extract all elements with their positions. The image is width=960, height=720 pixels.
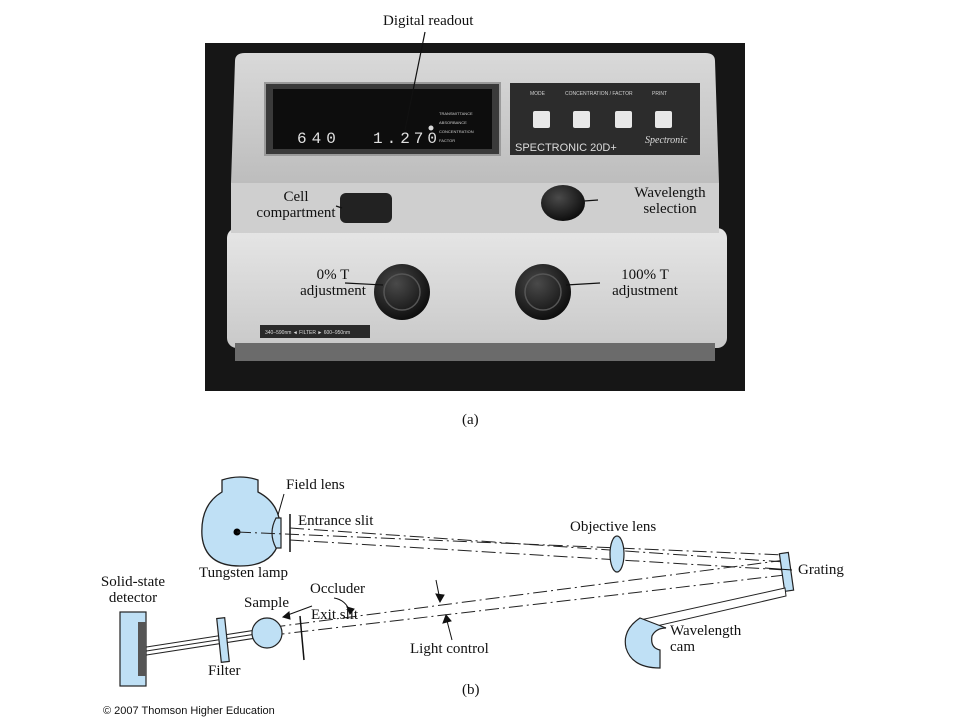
tungsten-lamp	[201, 476, 281, 567]
panel-button-label: CONCENTRATION / FACTOR	[565, 91, 633, 97]
display-value: 1.270	[373, 130, 441, 148]
hundred-t-knob	[515, 264, 571, 320]
instrument-illustration: 640 1.270 TRANSMITTANCE ABSORBANCE CONCEN…	[205, 43, 745, 391]
brand-label: SPECTRONIC 20D+	[515, 142, 617, 154]
spectrophotometer-photo: 640 1.270 TRANSMITTANCE ABSORBANCE CONCEN…	[205, 43, 745, 391]
svg-text:TRANSMITTANCE: TRANSMITTANCE	[439, 111, 473, 116]
digital-readout-label: Digital readout	[383, 13, 474, 29]
svg-text:FACTOR: FACTOR	[439, 138, 455, 143]
sample-cell	[251, 617, 283, 649]
entrance-slit-label: Entrance slit	[298, 513, 374, 529]
filter	[216, 617, 230, 663]
exit-slit-label: Exit slit	[311, 607, 359, 623]
objective-lens	[609, 535, 625, 573]
wavelength-knob	[541, 185, 585, 221]
cell-compartment-lid	[340, 193, 392, 223]
svg-text:340–590nm ◄ FILTER ► 600–950nm: 340–590nm ◄ FILTER ► 600–950nm	[265, 330, 350, 336]
caption-a: (a)	[462, 412, 479, 428]
tungsten-lamp-label: Tungsten lamp	[199, 565, 289, 581]
lower-housing	[227, 228, 727, 348]
field-lens	[271, 517, 282, 549]
wavelength-cam	[624, 617, 667, 669]
caption-b: (b)	[462, 682, 480, 698]
zero-t-knob	[374, 264, 430, 320]
panel-button-label: MODE	[530, 91, 546, 97]
exit-slit	[299, 615, 305, 661]
grating-label: Grating	[798, 562, 844, 578]
occluder-label: Occluder	[310, 581, 365, 597]
svg-text:CONCENTRATION: CONCENTRATION	[439, 129, 474, 134]
filter-label: Filter	[208, 663, 241, 679]
sample-label: Sample	[244, 595, 289, 611]
cam-arm	[639, 587, 787, 629]
light-control-label: Light control	[410, 641, 489, 657]
display-wavelength: 640	[297, 130, 341, 148]
svg-text:ABSORBANCE: ABSORBANCE	[439, 120, 467, 125]
grating	[778, 551, 795, 593]
logo-label: Spectronic	[645, 135, 688, 146]
objective-lens-label: Objective lens	[570, 519, 657, 535]
copyright: © 2007 Thomson Higher Education	[103, 705, 275, 717]
detector-element	[138, 622, 146, 676]
field-lens-label: Field lens	[286, 477, 345, 493]
panel-button-label: PRINT	[652, 91, 667, 97]
